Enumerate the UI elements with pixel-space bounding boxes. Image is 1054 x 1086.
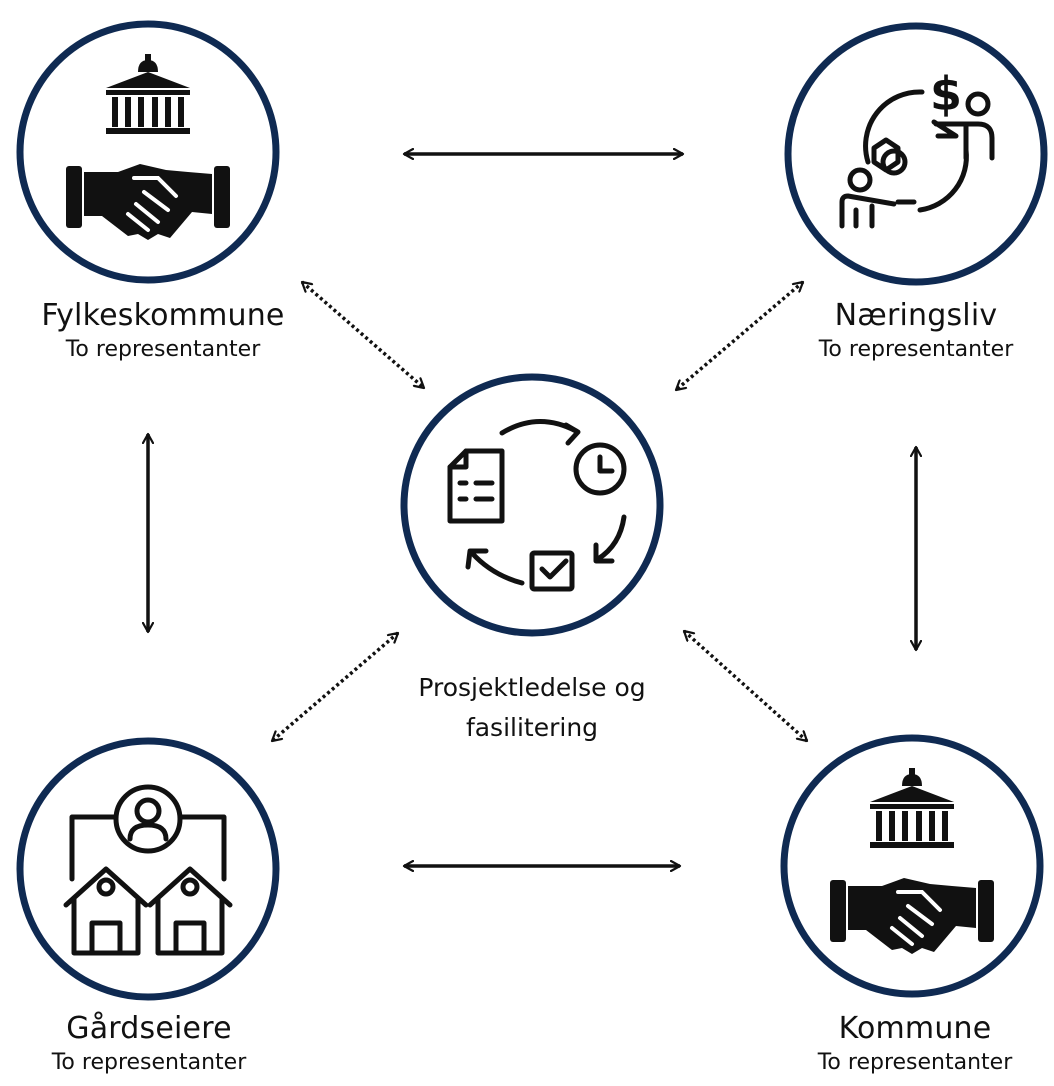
node-label-fylkeskommune: Fylkeskommune To representanter — [28, 297, 298, 365]
government-handshake-icon — [66, 54, 230, 240]
node-label-gardseiere: Gårdseiere To representanter — [24, 1010, 274, 1078]
node-label-naeringsliv: Næringsliv To representanter — [785, 297, 1047, 365]
node-label-kommune: Kommune To representanter — [784, 1010, 1046, 1078]
node-subtitle: To representanter — [817, 1050, 1013, 1075]
node-subtitle: To representanter — [51, 1050, 247, 1075]
dotted-arrow-bottom-right — [682, 629, 809, 743]
node-subtitle: To representanter — [65, 337, 261, 362]
node-name: Fylkeskommune — [41, 298, 285, 333]
center-label-line1: Prosjektledelse og — [418, 673, 646, 702]
government-handshake-icon — [830, 768, 994, 954]
node-name: Gårdseiere — [66, 1011, 232, 1046]
svg-text:$: $ — [930, 67, 962, 121]
node-circle-naeringsliv — [784, 22, 1048, 286]
node-label-center: Prosjektledelse og fasilitering — [392, 668, 672, 748]
node-circle-gardseiere — [16, 737, 280, 1001]
business-exchange-icon: $ — [839, 67, 995, 229]
dotted-arrow-bottom-left — [270, 631, 400, 743]
property-owner-houses-icon — [63, 784, 233, 956]
dotted-arrow-top-left — [300, 280, 426, 390]
node-name: Kommune — [838, 1011, 992, 1046]
center-label-line2: fasilitering — [465, 713, 599, 742]
node-subtitle: To representanter — [818, 337, 1014, 362]
node-name: Næringsliv — [834, 298, 998, 333]
process-cycle-icon — [447, 419, 627, 592]
node-circle-center — [400, 373, 664, 637]
dotted-arrow-top-right — [674, 280, 805, 392]
